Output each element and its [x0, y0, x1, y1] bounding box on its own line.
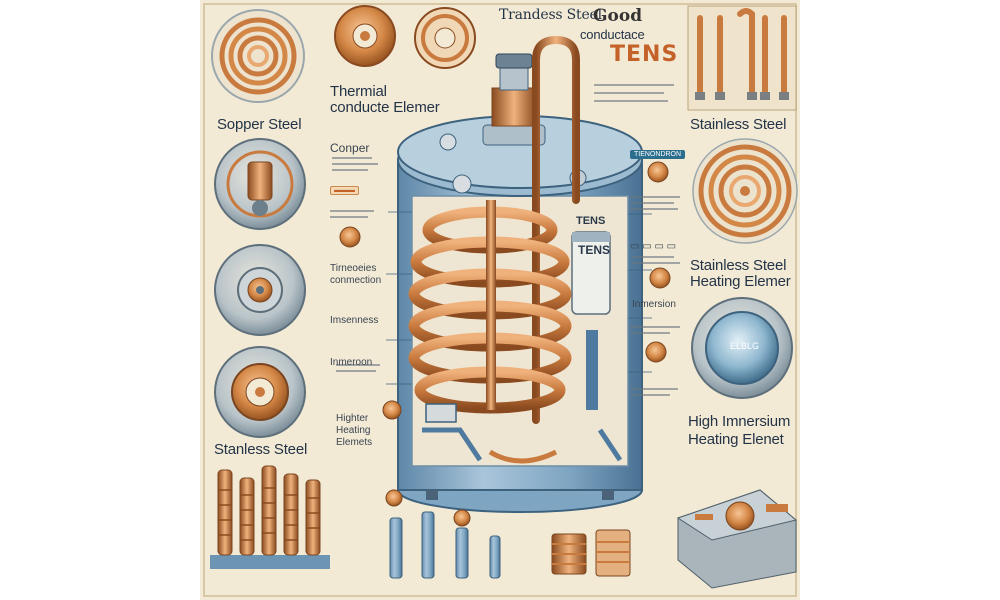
label-filtration: ▭ ▭ ▭ ▭	[630, 241, 677, 252]
label-connection: conmection	[330, 275, 382, 286]
heating-rod-icon	[551, 529, 631, 577]
label-sopper-steel: Sopper Steel	[217, 116, 302, 133]
label-stainless-steel-top: Stainless Steel	[690, 116, 787, 133]
label-heating: Heating	[336, 425, 371, 436]
label-stainless-heating-1: Stainless Steel	[690, 257, 787, 274]
heating-rod-icon	[389, 511, 501, 579]
flange-icon	[214, 244, 306, 336]
valve-assembly	[439, 53, 587, 194]
label-tag: ▬▬▬	[330, 186, 359, 195]
label-stainless-heating-2: Heating Elemer	[690, 273, 791, 290]
label-transless-steel: Trandess Steel	[499, 7, 602, 23]
flange-icon	[214, 346, 306, 438]
heating-rod-icon	[210, 465, 330, 569]
thermostat-icon	[214, 138, 306, 230]
flange-icon	[414, 7, 476, 69]
label-higher: Highter	[336, 413, 369, 424]
label-conper: Conper	[330, 141, 370, 155]
infographic-poster: Trandess Steel Good conductace TENS Ther…	[200, 0, 800, 600]
label-tens-can2: TENS	[578, 243, 611, 257]
label-stanless-steel-bottom: Stanless Steel	[214, 441, 308, 458]
copper-coil-icon	[692, 138, 798, 244]
label-high-immersium-1: High Imnersium	[688, 413, 791, 430]
label-elemets: Elemets	[336, 437, 373, 448]
heating-rod-icon	[687, 5, 797, 111]
label-good: Good	[593, 6, 643, 26]
label-immersion: Inmeroon	[330, 357, 373, 368]
cylinder-badge: TIENONDRON	[630, 150, 686, 159]
label-inmersion: Inmersion	[632, 299, 676, 310]
label-thermal: Thermial	[330, 83, 387, 100]
bottom-plumbing	[422, 403, 623, 464]
thermostat-icon	[691, 297, 793, 399]
label-termeoies: Tirneoeies	[330, 263, 377, 274]
control-board-icon	[676, 489, 798, 589]
label-high-immersium-2: Heating Elenet	[688, 431, 784, 448]
label-conducte-element: conducte Elemer	[330, 99, 440, 116]
copper-coil-icon	[211, 9, 305, 103]
label-conductace: conductace	[580, 27, 645, 42]
copper-coil-icon	[408, 200, 572, 414]
label-tens-can: TENS	[576, 215, 606, 227]
label-tens-top: TENS	[610, 42, 679, 67]
tens-canister	[571, 231, 611, 410]
flange-icon	[334, 5, 396, 67]
lens-text: ELBLG	[730, 341, 760, 351]
poster-artwork	[200, 0, 800, 600]
water-heater-tank	[397, 115, 643, 513]
indicator-icon	[339, 161, 671, 527]
label-imsenress: Imsenness	[330, 315, 379, 326]
